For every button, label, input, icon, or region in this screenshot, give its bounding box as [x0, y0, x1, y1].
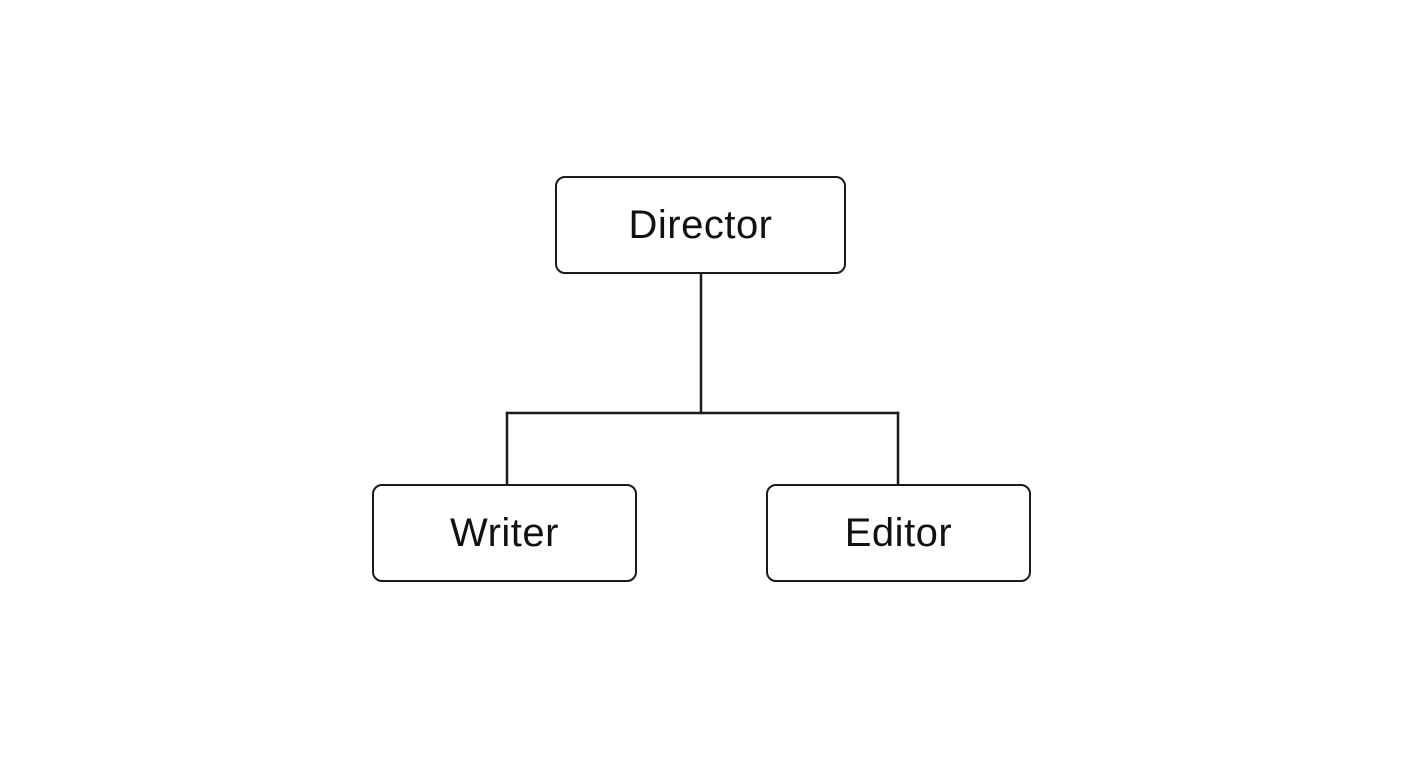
node-writer: Writer: [372, 484, 637, 582]
node-editor-label: Editor: [844, 510, 953, 555]
node-director-label: Director: [628, 202, 773, 247]
node-writer-label: Writer: [450, 510, 559, 555]
node-editor: Editor: [766, 484, 1031, 582]
node-director: Director: [555, 176, 846, 274]
